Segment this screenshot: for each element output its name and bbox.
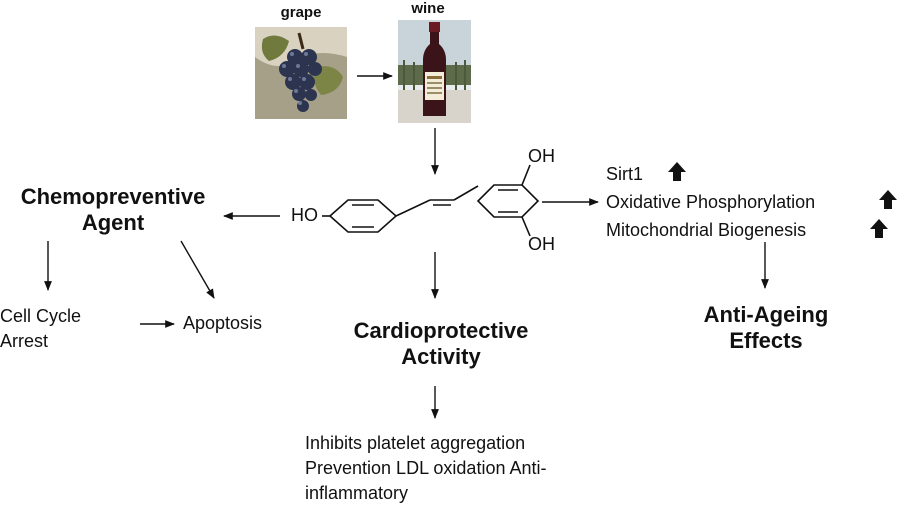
anti-ageing-item-mito: Mitochondrial Biogenesis [606,220,807,240]
oh-bottom-label: OH [528,234,555,254]
chemopreventive-title: Chemopreventive Agent [2,184,224,236]
up-arrow-icon [879,190,897,209]
anti-ageing-list: Sirt1 Oxidative Phosphorylation Mitochon… [606,160,815,244]
arrow-chemo-to-apoptosis [180,240,215,299]
cardioprotective-effects: Inhibits platelet aggregation Prevention… [305,431,546,506]
resveratrol-structure [322,164,540,237]
up-arrow-icons [668,162,897,238]
up-arrow-icon [668,162,686,181]
cardioprotective-title-line2: Activity [401,344,481,369]
wine-caption: wine [411,0,445,17]
cardio-effect-line2: Prevention LDL oxidation Anti- [305,458,547,478]
anti-ageing-item-sirt1: Sirt1 [606,164,644,184]
cardioprotective-title: Cardioprotective Activity [325,318,557,370]
chemopreventive-title-line1: Chemopreventive [20,184,206,209]
anti-ageing-item-oxphos: Oxidative Phosphorylation [606,192,816,212]
grape-caption: grape [280,4,322,21]
grape-photo [255,27,347,119]
wine-photo [398,20,471,123]
anti-ageing-title-line1: Anti-Ageing [703,302,829,327]
chemopreventive-title-line2: Agent [81,210,145,235]
cell-cycle-line1: Cell Cycle [0,306,82,326]
cell-cycle-arrest-label: Cell Cycle Arrest [0,304,81,354]
anti-ageing-title: Anti-Ageing Effects [668,302,864,354]
cell-cycle-line2: Arrest [0,331,49,351]
ho-left-label: HO [291,205,318,225]
anti-ageing-title-line2: Effects [729,328,803,353]
up-arrow-icon [870,219,888,238]
oh-top-label: OH [528,146,555,166]
apoptosis-label: Apoptosis [183,313,263,333]
cardioprotective-title-line1: Cardioprotective [353,318,529,343]
cardio-effect-line3: inflammatory [305,483,409,503]
cardio-effect-line1: Inhibits platelet aggregation [305,433,526,453]
